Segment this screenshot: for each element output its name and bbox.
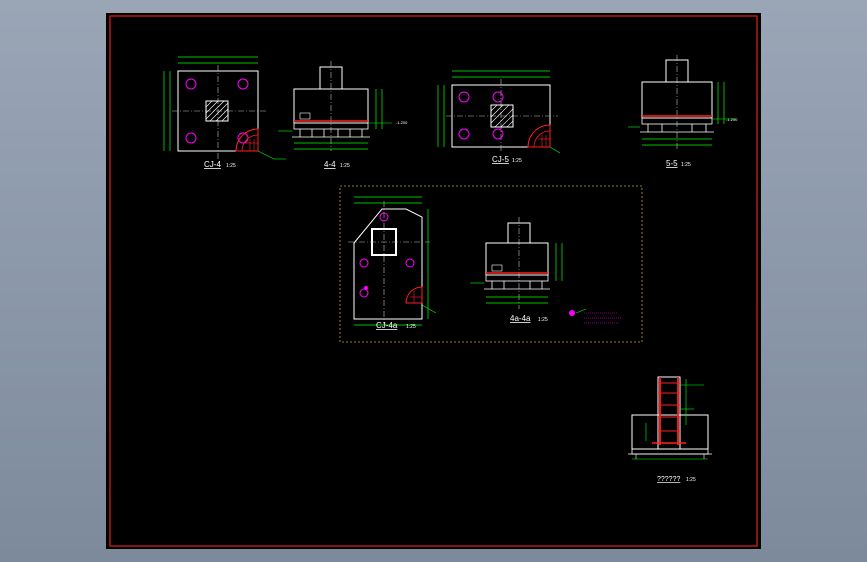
cj4a-plan-title: CJ-4a 1:25	[376, 321, 416, 330]
cj4a-title: CJ-4a	[376, 321, 398, 330]
section-4-4-view	[278, 61, 392, 151]
cj4a-plan-view	[348, 196, 437, 326]
sec5-title: 5-5	[666, 159, 678, 168]
cj5-plan-view	[437, 70, 561, 154]
cj4-scale: 1:25	[226, 163, 236, 169]
cj4-title: CJ-4	[204, 160, 221, 169]
cj4a-scale: 1:25	[406, 324, 416, 330]
drawing-canvas: CJ-4 1:25	[109, 15, 758, 547]
column-detail-title: ?????? 1:25	[657, 476, 696, 483]
cj4-plan-title: CJ-4 1:25	[204, 160, 236, 169]
section-4-4-labels: -1.200 4-4 1:25	[324, 120, 408, 169]
detail-title: ??????	[657, 476, 680, 483]
sec4-title: 4-4	[324, 160, 336, 169]
section-5-5-labels: -1.200 5-5 1:25	[666, 117, 738, 168]
sec4-scale: 1:25	[340, 163, 350, 169]
sec4-level: -1.200	[396, 120, 408, 125]
drawing-sheet: CJ-4 1:25	[106, 13, 761, 549]
cj5-title: CJ-5	[492, 155, 509, 164]
sec5-scale: 1:25	[681, 162, 691, 168]
section-4a-4a-view	[470, 217, 622, 324]
sheet-frame	[109, 15, 758, 547]
section-4a-4a-labels: 4a-4a 1:25	[510, 314, 548, 323]
sec4a-title: 4a-4a	[510, 314, 531, 323]
sec5-level: -1.200	[726, 117, 738, 122]
column-detail-view	[628, 376, 712, 460]
detail-scale: 1:25	[686, 477, 696, 483]
cj5-scale: 1:25	[512, 158, 522, 164]
cj5-plan-title: CJ-5 1:25	[492, 155, 522, 164]
cj4-plan-view	[163, 56, 286, 160]
sec4a-scale: 1:25	[538, 317, 548, 323]
section-5-5-view	[628, 55, 736, 149]
detail-box	[339, 185, 643, 343]
